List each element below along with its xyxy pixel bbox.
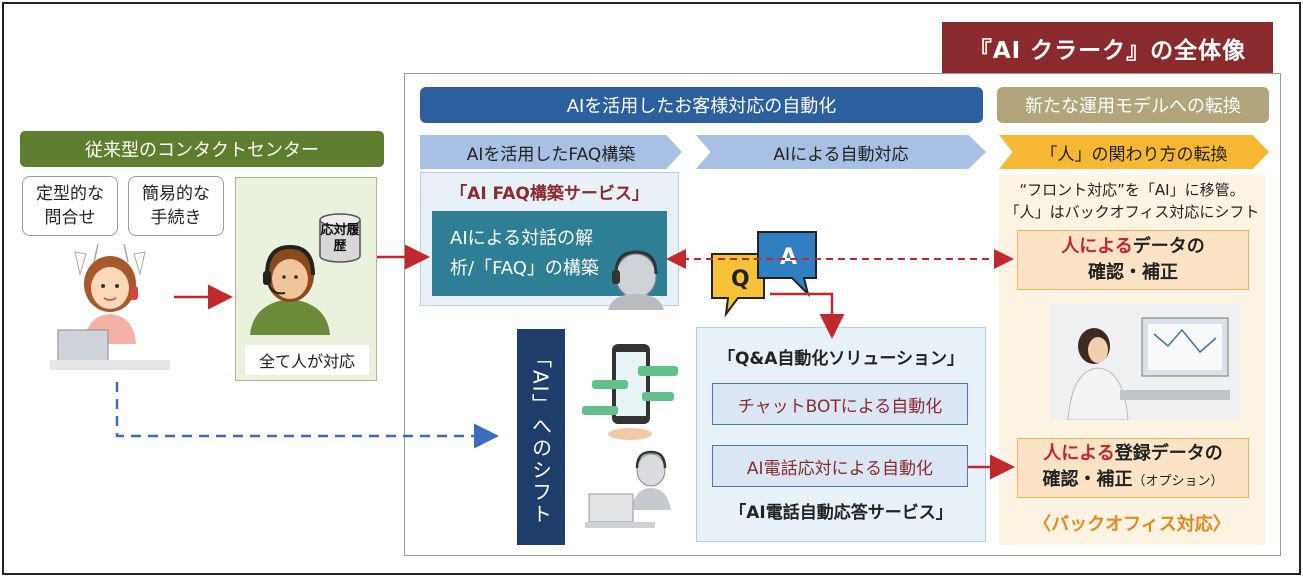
human-register-red: 人による bbox=[1043, 443, 1115, 464]
ai-shift-label: 「AI」へのシフト bbox=[517, 329, 565, 545]
step-faq: AIを活用したFAQ構築 bbox=[420, 135, 682, 169]
legacy-header: 従来型のコンタクトセンター bbox=[20, 131, 384, 167]
office-worker-illustration bbox=[1050, 304, 1240, 420]
human-register-check-box: 人による登録データの 確認・補正（オプション） bbox=[1017, 438, 1249, 498]
operator-illustration bbox=[250, 244, 330, 335]
bubble-procedure: 簡易的な手続き bbox=[128, 176, 224, 236]
ai-phone-box: AI電話応対による自動化 bbox=[712, 445, 968, 487]
human-check-box: 人によるデータの 確認・補正 bbox=[1017, 230, 1249, 290]
human-check-line2: 確認・補正 bbox=[1088, 262, 1178, 283]
smartphone-chat-illustration bbox=[582, 344, 678, 440]
history-database-icon bbox=[319, 213, 361, 263]
faq-service-title: 「AI FAQ構築サービス」 bbox=[450, 183, 649, 204]
operator-label: 全て人が対応 bbox=[245, 345, 369, 375]
option-note: （オプション） bbox=[1132, 474, 1224, 489]
human-check-line1: 人によるデータの bbox=[1061, 234, 1204, 260]
shift-note-line2: 「人」はバックオフィス対応にシフト bbox=[1004, 203, 1260, 221]
bubble-inquiry: 定型的な問合せ bbox=[22, 176, 118, 236]
history-database-label: 応対履歴 bbox=[320, 223, 360, 254]
bubble-q-text: Q bbox=[731, 267, 750, 292]
chatbot-text: チャットBOTによる自動化 bbox=[737, 396, 943, 417]
backoffice-label: 〈バックオフィス対応〉 bbox=[1033, 514, 1231, 535]
human-register-line1: 人による登録データの bbox=[1043, 441, 1222, 467]
human-check-red: 人による bbox=[1061, 236, 1133, 257]
caller-illustration bbox=[50, 243, 170, 370]
bubble-procedure-text: 簡易的な手続き bbox=[142, 184, 210, 228]
qa-solution-title: 「Q&A自動化ソリューション」 bbox=[717, 348, 965, 369]
qa-bubbles-icon: Q A bbox=[711, 231, 817, 318]
shift-note-line1: “フロント対応”を「AI」に移管。 bbox=[1019, 181, 1245, 199]
human-register-check: 確認・補正 bbox=[1042, 469, 1133, 490]
new-model-header: 新たな運用モデルへの転換 bbox=[997, 87, 1269, 123]
step-human-label: 「人」の関わり方の転換 bbox=[1040, 144, 1228, 165]
ai-phone-service-title: 「AI電話自動応答サービス」 bbox=[729, 502, 953, 523]
chatbot-box: チャットBOTによる自動化 bbox=[712, 383, 968, 425]
human-register-rest: 登録データの bbox=[1114, 443, 1223, 464]
step-auto-label: AIによる自動対応 bbox=[773, 144, 909, 165]
automation-header: AIを活用したお客様対応の自動化 bbox=[420, 87, 983, 123]
step-human: 「人」の関わり方の転換 bbox=[999, 135, 1269, 169]
human-check-rest: データの bbox=[1132, 236, 1205, 257]
bubble-a-text: A bbox=[780, 245, 797, 270]
robot-headset-illustration bbox=[608, 250, 664, 310]
qa-solution-panel bbox=[696, 327, 986, 542]
faq-analysis-text: AIによる対話の解析/「FAQ」の構築 bbox=[450, 227, 599, 279]
bubble-inquiry-text: 定型的な問合せ bbox=[36, 184, 104, 228]
ai-phone-text: AI電話応対による自動化 bbox=[746, 458, 934, 479]
robot-laptop-illustration bbox=[585, 450, 671, 528]
human-register-line2: 確認・補正（オプション） bbox=[1042, 467, 1223, 495]
step-faq-label: AIを活用したFAQ構築 bbox=[466, 144, 636, 165]
step-auto: AIによる自動対応 bbox=[696, 135, 986, 169]
diagram-title: 『AI クラーク』の全体像 bbox=[942, 22, 1273, 74]
